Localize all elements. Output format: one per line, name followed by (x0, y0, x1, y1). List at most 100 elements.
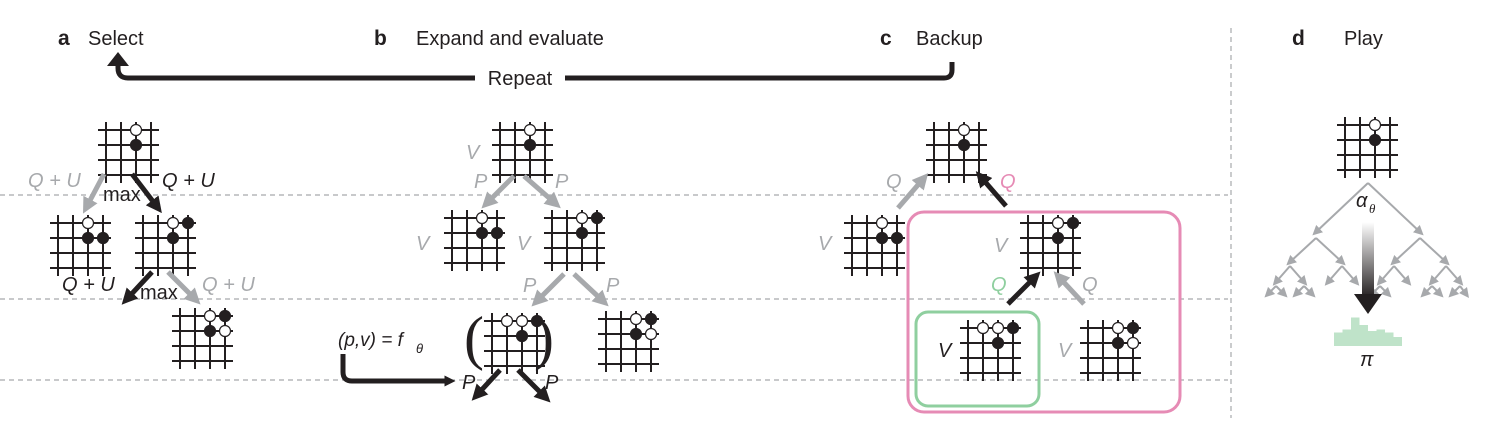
right-paren: ) (534, 305, 554, 371)
black-stone (590, 211, 604, 225)
black-stone (129, 138, 143, 152)
p-label: P (606, 275, 620, 297)
white-stone (575, 211, 589, 225)
svg-text:c: c (880, 27, 892, 50)
black-stone (166, 231, 180, 245)
black-stone (96, 231, 110, 245)
alpha-subscript: θ (1369, 201, 1376, 216)
white-stone (644, 327, 658, 341)
repeat-loop-arrow: Repeat (107, 52, 955, 90)
v-label: V (466, 142, 481, 164)
black-stone (523, 138, 537, 152)
go-board (484, 313, 545, 374)
histogram-bar (1385, 332, 1394, 346)
svg-text:b: b (374, 27, 387, 50)
play-arrow-head (1354, 294, 1382, 314)
go-board (1337, 117, 1398, 178)
alpha-label: α (1356, 190, 1368, 212)
white-stone (976, 321, 990, 335)
repeat-label: Repeat (488, 68, 553, 90)
max-label: max (140, 282, 178, 304)
p-label: P (555, 171, 569, 193)
go-board (1020, 215, 1081, 276)
go-board (1080, 320, 1141, 381)
go-board (844, 215, 905, 276)
histogram-bar (1351, 317, 1360, 346)
black-stone (644, 312, 658, 326)
go-board (492, 122, 553, 183)
go-board (444, 210, 505, 271)
q-label: Q (886, 171, 902, 193)
v-label: V (1058, 340, 1073, 362)
white-stone (1111, 321, 1125, 335)
black-stone (1006, 321, 1020, 335)
go-board (960, 320, 1021, 381)
black-stone (1111, 336, 1125, 350)
black-stone (575, 226, 589, 240)
svg-text:Expand and evaluate: Expand and evaluate (416, 28, 604, 50)
histogram-bar (1376, 329, 1385, 346)
p-label: P (474, 171, 488, 193)
histogram-bar (1368, 331, 1377, 346)
go-board (172, 308, 233, 369)
go-board (50, 215, 111, 276)
qu-label: Q + U (202, 274, 255, 296)
go-board (98, 122, 159, 183)
qu-label: Q + U (28, 170, 81, 192)
svg-text:a: a (58, 27, 70, 50)
panel-c-title: c Backup (880, 27, 983, 50)
black-stone (203, 324, 217, 338)
white-stone (523, 123, 537, 137)
white-stone (81, 216, 95, 230)
histogram-bar (1393, 337, 1402, 346)
black-stone (1066, 216, 1080, 230)
black-stone (629, 327, 643, 341)
white-stone (500, 314, 514, 328)
histogram-bar (1334, 332, 1343, 346)
v-label: V (517, 233, 532, 255)
svg-text:Play: Play (1344, 28, 1383, 50)
black-stone (1051, 231, 1065, 245)
black-stone (475, 226, 489, 240)
white-stone (1368, 118, 1382, 132)
black-stone (218, 309, 232, 323)
white-stone (957, 123, 971, 137)
v-label: V (416, 233, 431, 255)
black-stone (957, 138, 971, 152)
svg-text:Backup: Backup (916, 28, 983, 50)
p-label: P (523, 275, 537, 297)
black-stone (181, 216, 195, 230)
pi-label: π (1360, 349, 1374, 371)
black-stone (991, 336, 1005, 350)
qu-label: Q + U (62, 274, 115, 296)
q-label: Q (1000, 171, 1016, 193)
white-stone (629, 312, 643, 326)
play-arrow-shaft (1362, 222, 1374, 298)
qu-label: Q + U (162, 170, 215, 192)
q-label: Q (1082, 274, 1098, 296)
leaf-highlight-box (914, 310, 1041, 408)
white-stone (475, 211, 489, 225)
black-stone (530, 314, 544, 328)
white-stone (203, 309, 217, 323)
histogram-bar (1359, 325, 1368, 346)
network-equation-subscript: θ (416, 341, 423, 356)
black-stone (890, 231, 904, 245)
level-guides (0, 28, 1232, 418)
panel-c-tree: Q Q V V Q Q V V (818, 122, 1182, 414)
policy-histogram (1334, 317, 1402, 346)
panel-d-play: α θ π (1264, 117, 1469, 371)
panel-b-title: b Expand and evaluate (374, 27, 604, 50)
v-label: V (818, 233, 833, 255)
white-stone (1126, 336, 1140, 350)
left-paren: ( (464, 305, 484, 371)
p-label: P (545, 372, 559, 394)
black-stone (1368, 133, 1382, 147)
panel-d-title: d Play (1292, 27, 1383, 50)
max-label: max (103, 184, 141, 206)
white-stone (129, 123, 143, 137)
white-stone (991, 321, 1005, 335)
black-stone (1126, 321, 1140, 335)
svg-text:Select: Select (88, 28, 144, 50)
